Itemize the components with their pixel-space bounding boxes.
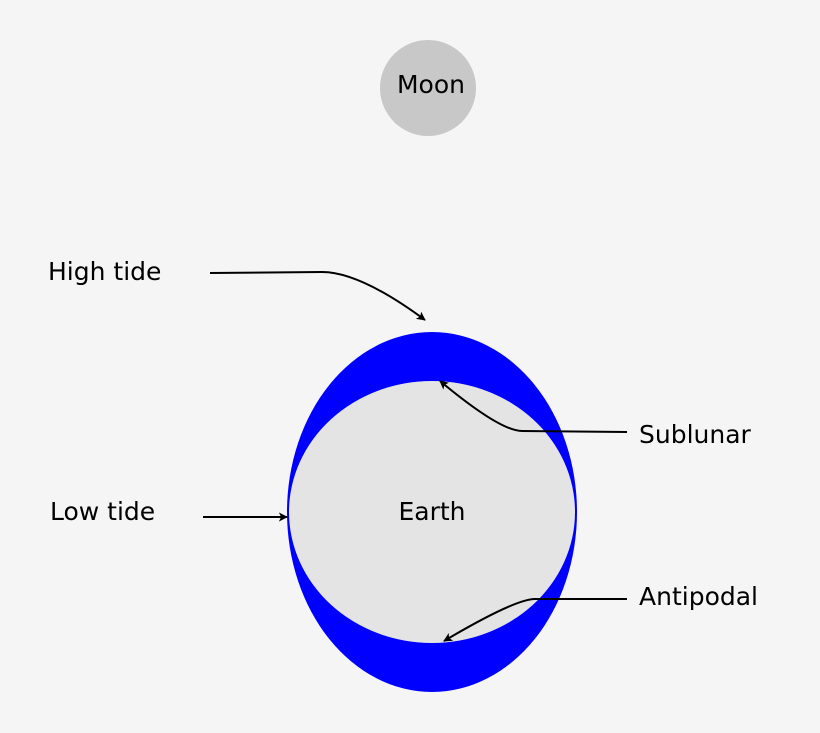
moon-circle — [380, 40, 476, 136]
sublunar-arrow — [439, 380, 628, 433]
antipodal-label: Antipodal — [639, 582, 758, 611]
antipodal-arrow — [443, 598, 627, 642]
high-tide-annotation: High tide — [48, 257, 426, 321]
high-tide-arrow — [209, 270, 426, 321]
low-tide-label: Low tide — [50, 497, 155, 526]
earth: Earth — [289, 381, 575, 643]
earth-body — [289, 381, 575, 643]
earth-label: Earth — [398, 497, 465, 526]
sublunar-annotation: Sublunar — [439, 380, 752, 449]
moon-label: Moon — [397, 70, 465, 99]
sublunar-label: Sublunar — [639, 420, 752, 449]
moon: Moon — [380, 40, 476, 136]
high-tide-label: High tide — [48, 257, 161, 286]
low-tide-annotation: Low tide — [50, 497, 288, 526]
antipodal-annotation: Antipodal — [443, 582, 758, 642]
